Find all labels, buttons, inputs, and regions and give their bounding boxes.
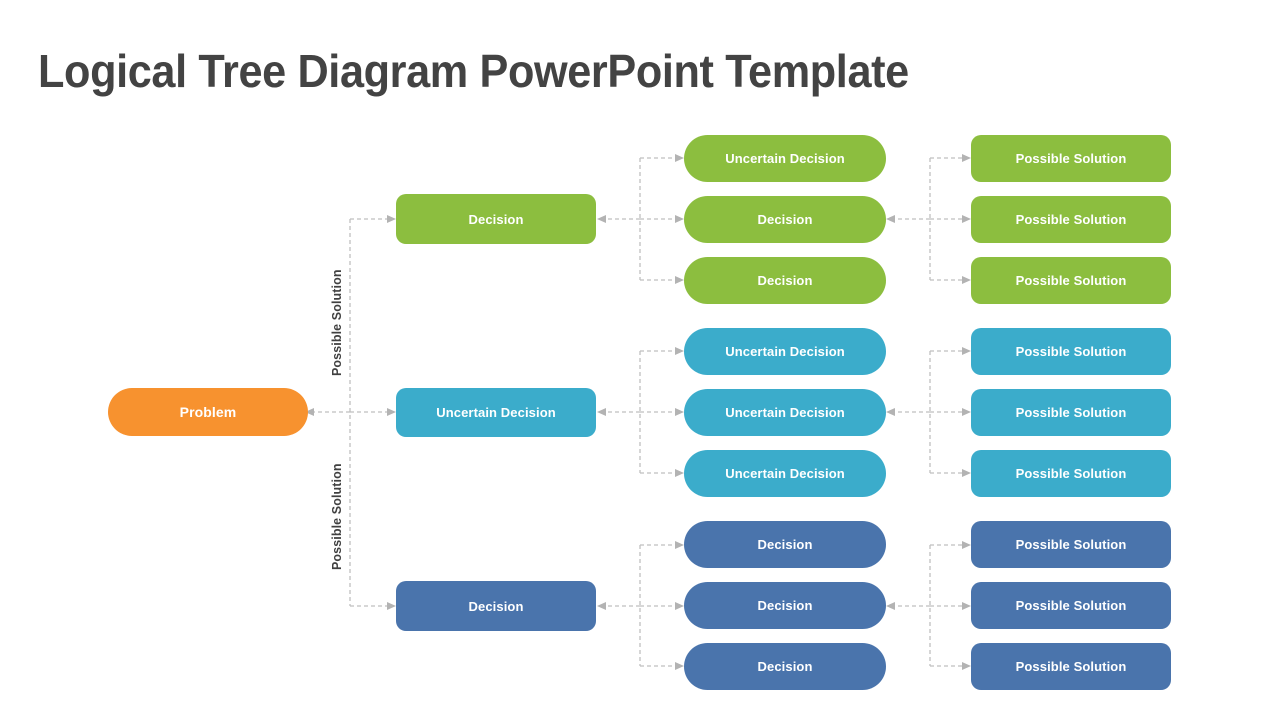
node-blue-level1[interactable]: Decision (396, 581, 596, 631)
node-cyan-level3-1[interactable]: Possible Solution (971, 328, 1171, 375)
node-green-level2-2[interactable]: Decision (684, 196, 886, 243)
connector-root-to-level1 (305, 215, 396, 610)
connector-cyan-l1-to-l2 (597, 347, 684, 477)
node-blue-level3-2[interactable]: Possible Solution (971, 582, 1171, 629)
node-green-level2-3[interactable]: Decision (684, 257, 886, 304)
node-cyan-level2-3[interactable]: Uncertain Decision (684, 450, 886, 497)
page-title: Logical Tree Diagram PowerPoint Template (38, 45, 909, 97)
branch-label-lower: Possible Solution (330, 463, 344, 570)
node-green-level1[interactable]: Decision (396, 194, 596, 244)
connector-blue-l1-to-l2 (597, 541, 684, 670)
node-blue-level2-2[interactable]: Decision (684, 582, 886, 629)
node-green-level2-1[interactable]: Uncertain Decision (684, 135, 886, 182)
branch-label-upper: Possible Solution (330, 269, 344, 376)
node-blue-level3-1[interactable]: Possible Solution (971, 521, 1171, 568)
node-cyan-level3-3[interactable]: Possible Solution (971, 450, 1171, 497)
node-green-level3-1[interactable]: Possible Solution (971, 135, 1171, 182)
connector-green-l1-to-l2 (597, 154, 684, 284)
node-root-problem[interactable]: Problem (108, 388, 308, 436)
connector-blue-l2-to-l3 (886, 541, 971, 670)
node-cyan-level2-2[interactable]: Uncertain Decision (684, 389, 886, 436)
node-blue-level3-3[interactable]: Possible Solution (971, 643, 1171, 690)
node-green-level3-3[interactable]: Possible Solution (971, 257, 1171, 304)
node-blue-level2-1[interactable]: Decision (684, 521, 886, 568)
node-green-level3-2[interactable]: Possible Solution (971, 196, 1171, 243)
connector-green-l2-to-l3 (886, 154, 971, 284)
node-cyan-level3-2[interactable]: Possible Solution (971, 389, 1171, 436)
connector-cyan-l2-to-l3 (886, 347, 971, 477)
node-cyan-level2-1[interactable]: Uncertain Decision (684, 328, 886, 375)
node-blue-level2-3[interactable]: Decision (684, 643, 886, 690)
node-cyan-level1[interactable]: Uncertain Decision (396, 388, 596, 437)
